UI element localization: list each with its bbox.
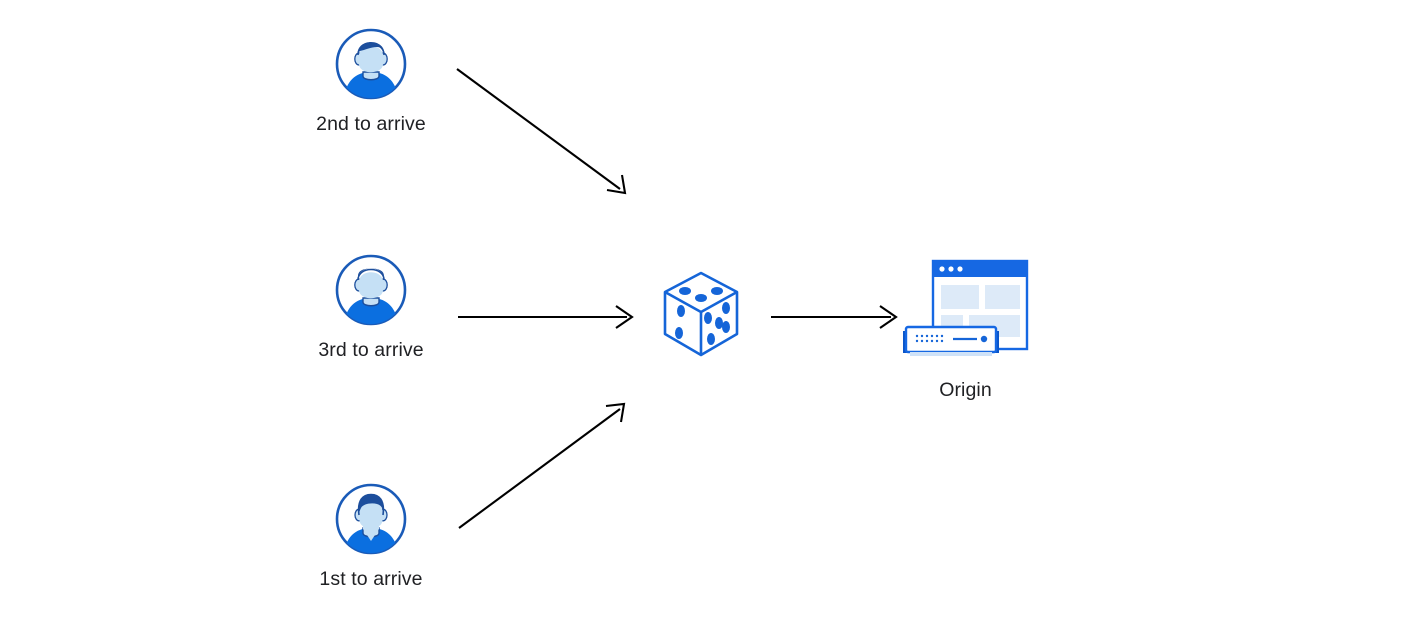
visitor-node-1st[interactable]: 1st to arrive (296, 481, 446, 591)
visitor-label: 3rd to arrive (318, 339, 424, 361)
dice-icon (651, 265, 751, 365)
arrow-1st-to-dice (458, 402, 626, 529)
user-avatar-icon (333, 26, 409, 102)
arrow-2nd-to-dice (456, 68, 627, 195)
router-device-icon (903, 325, 999, 356)
visitor-node-3rd[interactable]: 3rd to arrive (296, 252, 446, 362)
origin-node[interactable]: Origin (893, 255, 1038, 402)
user-avatar-icon (333, 481, 409, 557)
arrow-dice-to-origin (771, 305, 898, 329)
visitor-node-2nd[interactable]: 2nd to arrive (296, 26, 446, 136)
visitor-label: 2nd to arrive (316, 113, 426, 135)
arrow-3rd-to-dice (458, 305, 634, 329)
visitor-label: 1st to arrive (319, 568, 423, 590)
origin-server-icon (893, 255, 1038, 365)
user-avatar-icon (333, 252, 409, 328)
origin-label: Origin (939, 379, 992, 401)
dice-node[interactable] (651, 265, 751, 365)
